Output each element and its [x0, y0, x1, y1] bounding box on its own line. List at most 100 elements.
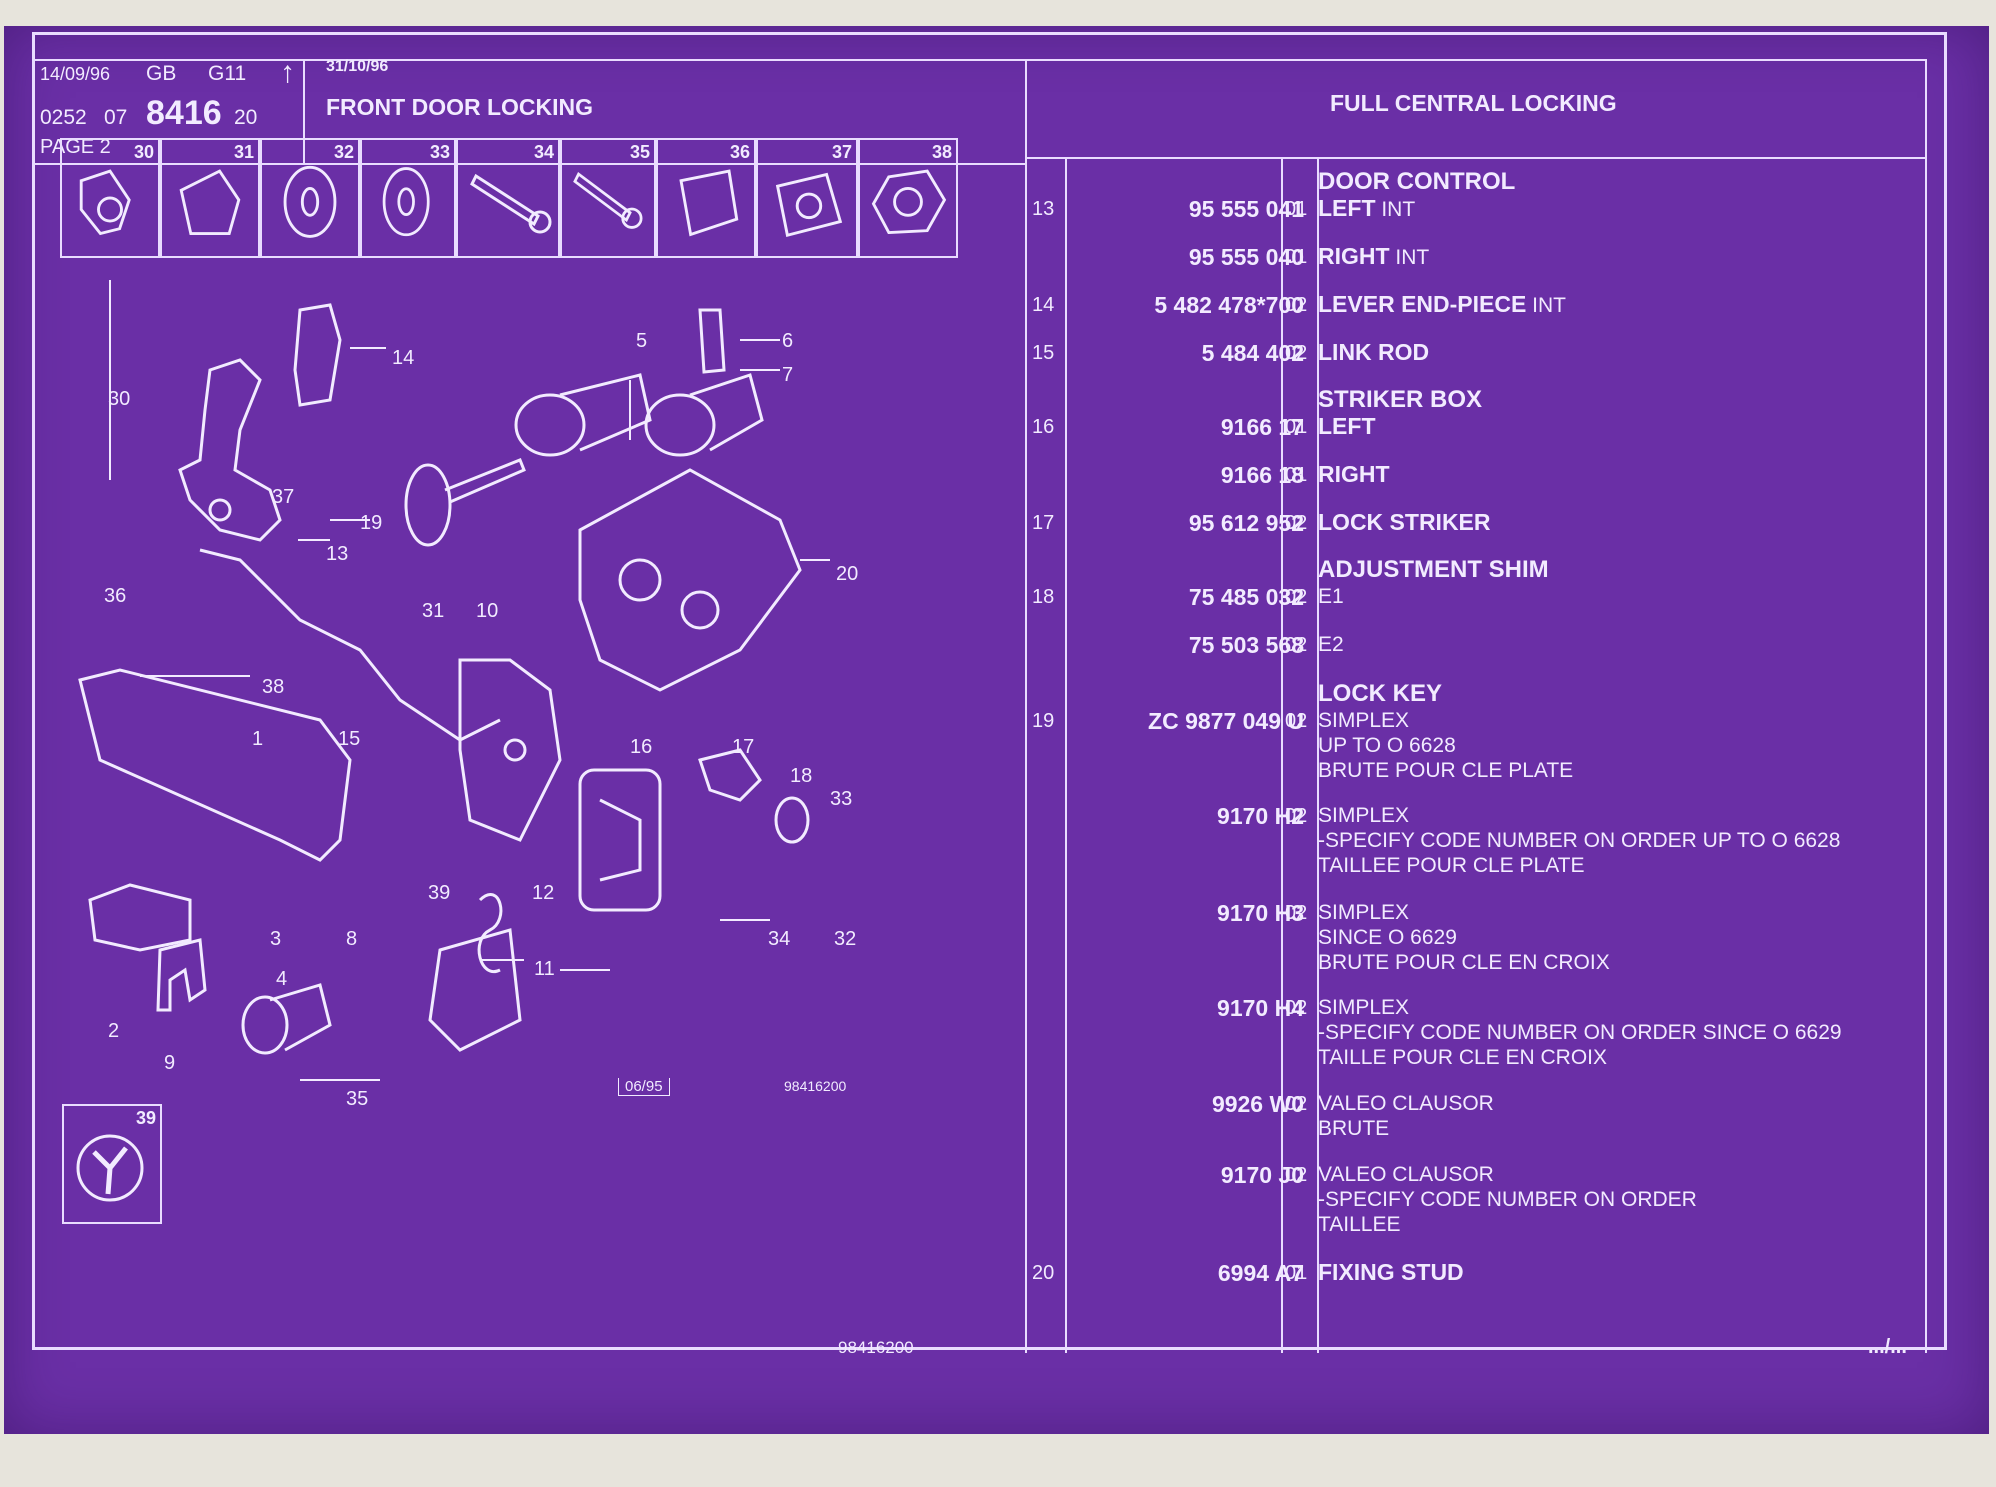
callout-10: 10: [476, 600, 499, 622]
thumbnail-31: 31: [160, 138, 260, 258]
thumbnail-35: 35: [560, 138, 656, 258]
thumbnail-number: 35: [629, 142, 650, 162]
page-title: FRONT DOOR LOCKING: [326, 94, 594, 120]
thumbnail-number: 38: [931, 142, 952, 162]
header-language: GB: [146, 62, 177, 85]
part-description-strong: FIXING STUD: [1318, 1259, 1464, 1285]
part-description-line: VALEO CLAUSOR: [1318, 1163, 1494, 1186]
part-description: LEFT: [1318, 414, 1376, 440]
thumbnail-number: 36: [729, 142, 750, 162]
fastener-icon: [871, 169, 947, 235]
part-description: LEVER END-PIECE INT: [1318, 292, 1566, 318]
thumbnail-number: 31: [233, 142, 254, 162]
thumbnail-number: 30: [133, 142, 154, 162]
thumbnail-number: 39: [135, 1108, 156, 1128]
callout-35: 35: [346, 1088, 369, 1110]
part-reference: 75 485 032: [1188, 584, 1304, 610]
part-quantity: 02: [1285, 1093, 1308, 1115]
part-quantity: 02: [1285, 710, 1308, 732]
callout-30: 30: [108, 388, 131, 410]
part-index: 14: [1032, 294, 1055, 316]
part-description-line: RIGHT: [1318, 462, 1390, 488]
plate-suffix: 20: [234, 106, 258, 129]
part-description-line: SIMPLEX: [1318, 709, 1410, 732]
part-description-line: E2: [1318, 633, 1344, 656]
thumbnail-number: 32: [333, 142, 354, 162]
part-description-strong: RIGHT: [1318, 461, 1390, 487]
part-group-heading: DOOR CONTROL: [1318, 168, 1516, 195]
callout-19: 19: [360, 512, 383, 534]
part-index: 19: [1032, 710, 1055, 732]
callout-13: 13: [326, 543, 349, 565]
callout-11: 11: [534, 958, 555, 980]
page-number: PAGE 2: [40, 136, 111, 158]
part-index: 20: [1032, 1262, 1055, 1284]
part-description-line: TAILLEE POUR CLE PLATE: [1318, 854, 1585, 877]
header-divider: [303, 59, 305, 163]
part-description-line: FIXING STUD: [1318, 1260, 1464, 1286]
header-code-b: 07: [104, 106, 128, 129]
callout-8: 8: [346, 928, 358, 950]
part-description-line: E1: [1318, 585, 1344, 608]
part-description: LOCK STRIKER: [1318, 510, 1491, 536]
callout-1: 1: [252, 728, 264, 750]
part-quantity: 01: [1285, 416, 1308, 438]
thumbnail-number: 37: [831, 142, 852, 162]
part-quantity: 01: [1285, 198, 1308, 220]
callout-4: 4: [276, 968, 288, 990]
part-quantity: 02: [1285, 294, 1308, 316]
thumbnail-32: 32: [260, 138, 360, 258]
callout-15: 15: [338, 728, 361, 750]
part-description: FIXING STUD: [1318, 1260, 1464, 1286]
part-description-line: LOCK STRIKER: [1318, 510, 1491, 536]
part-index: 15: [1032, 342, 1055, 364]
thumbnail-38: 38: [858, 138, 958, 258]
part-description-line: SIMPLEX: [1318, 901, 1410, 924]
part-quantity: 02: [1285, 805, 1308, 827]
microfiche-frame: [4, 26, 1989, 1434]
part-quantity: 02: [1285, 342, 1308, 364]
part-quantity: 02: [1285, 634, 1308, 656]
callout-38: 38: [262, 676, 285, 698]
part-reference: 9170 H4: [1217, 995, 1304, 1021]
callout-18: 18: [790, 765, 813, 787]
part-quantity: 02: [1285, 512, 1308, 534]
part-description-line: LINK ROD: [1318, 340, 1429, 366]
index-column-line: [1065, 157, 1067, 1353]
header-group: G11: [208, 62, 247, 85]
part-reference: 6994 A7: [1217, 1260, 1304, 1286]
part-description-line: LEFT INT: [1318, 195, 1416, 222]
part-description: E2: [1318, 632, 1344, 657]
drawing-reference: 98416200: [784, 1078, 847, 1094]
part-reference: 9926 W0: [1211, 1091, 1304, 1117]
plate-number: 8416: [146, 94, 222, 132]
part-quantity: 01: [1285, 1262, 1308, 1284]
part-reference: 95 555 040: [1188, 244, 1304, 270]
part-reference: 9170 H2: [1217, 803, 1304, 829]
thumbnail-34: 34: [456, 138, 560, 258]
clip-icon: [76, 1134, 144, 1202]
thumbnail-37: 37: [756, 138, 858, 258]
header-top-line: [35, 59, 1927, 61]
part-description: VALEO CLAUSOR-SPECIFY CODE NUMBER ON ORD…: [1318, 1162, 1697, 1237]
up-arrow-icon: ↑: [280, 56, 295, 89]
right-margin-line: [1925, 59, 1927, 1353]
thumbnail-number: 33: [429, 142, 450, 162]
drawing-date-stamp: 06/95: [618, 1078, 670, 1096]
part-quantity: 02: [1285, 1164, 1308, 1186]
part-description-line: BRUTE: [1318, 1117, 1390, 1140]
part-index: 18: [1032, 586, 1055, 608]
continued-marker: .../...: [1868, 1336, 1907, 1358]
exploded-diagram: [78, 280, 830, 1081]
part-description-strong: RIGHT: [1318, 243, 1390, 269]
part-description: E1: [1318, 584, 1344, 609]
callout-6: 6: [782, 330, 794, 352]
part-reference: 75 503 568: [1188, 632, 1304, 658]
callout-9: 9: [164, 1052, 176, 1074]
callout-32: 32: [834, 928, 857, 950]
fastener-icon: [382, 167, 430, 237]
header-date: 14/09/96: [40, 64, 111, 84]
fastener-icon: [283, 165, 337, 238]
callout-2: 2: [108, 1020, 120, 1042]
